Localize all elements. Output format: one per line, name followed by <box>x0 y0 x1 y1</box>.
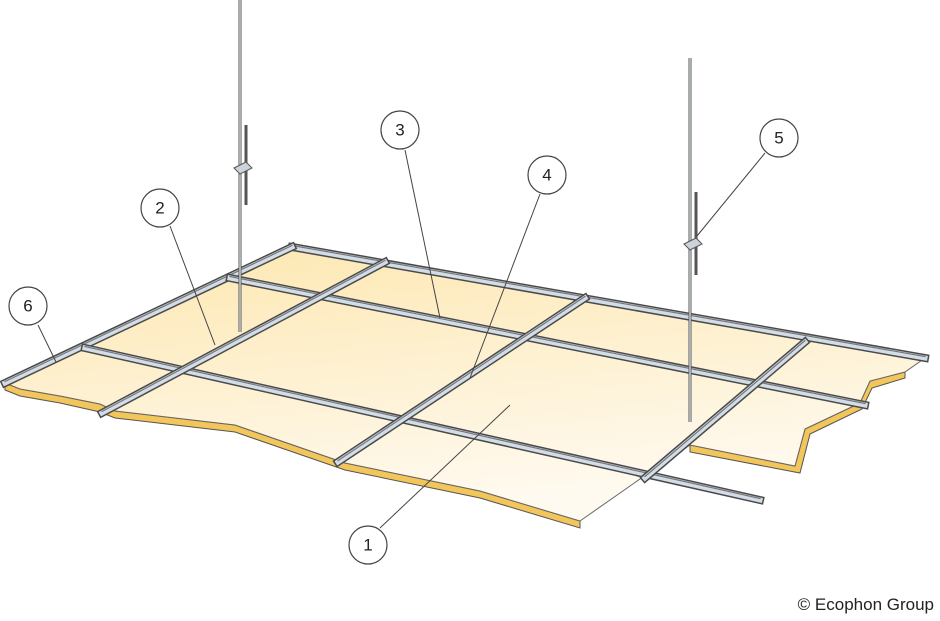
cross-tee <box>644 339 806 478</box>
callout-circle <box>140 188 180 228</box>
callout-4: 4 <box>527 155 567 195</box>
callout-circle <box>759 118 799 158</box>
cross-tee <box>334 294 589 466</box>
cross-tee <box>337 295 586 462</box>
grid-profiles <box>0 241 930 505</box>
wall-angle-back <box>291 244 926 358</box>
callout-circle <box>8 286 48 326</box>
callout-number: 4 <box>542 166 551 185</box>
callout-number: 2 <box>155 199 164 218</box>
callout-number: 6 <box>23 297 32 316</box>
hanger-left <box>233 0 253 332</box>
wall-angle-back <box>289 244 928 361</box>
callout-6: 6 <box>8 286 48 326</box>
leader-lines <box>37 149 766 529</box>
callout-circle <box>380 110 420 150</box>
callout-number: 5 <box>774 129 783 148</box>
hanger-right <box>683 58 703 422</box>
callout-2: 2 <box>140 188 180 228</box>
callout-5: 5 <box>759 118 799 158</box>
ceiling-panel <box>3 246 927 522</box>
copyright-text: © Ecophon Group <box>797 595 934 614</box>
wall-angle-left <box>4 244 293 383</box>
cross-tee <box>641 338 809 482</box>
cross-tee <box>101 259 386 413</box>
callout-circle <box>527 155 567 195</box>
callout-number: 1 <box>363 536 372 555</box>
callout-circle <box>348 525 388 565</box>
callout-3: 3 <box>380 110 420 150</box>
wall-angle-left <box>1 243 296 387</box>
cross-tee <box>98 258 389 417</box>
callout-number: 3 <box>395 121 404 140</box>
callout-1: 1 <box>348 525 388 565</box>
